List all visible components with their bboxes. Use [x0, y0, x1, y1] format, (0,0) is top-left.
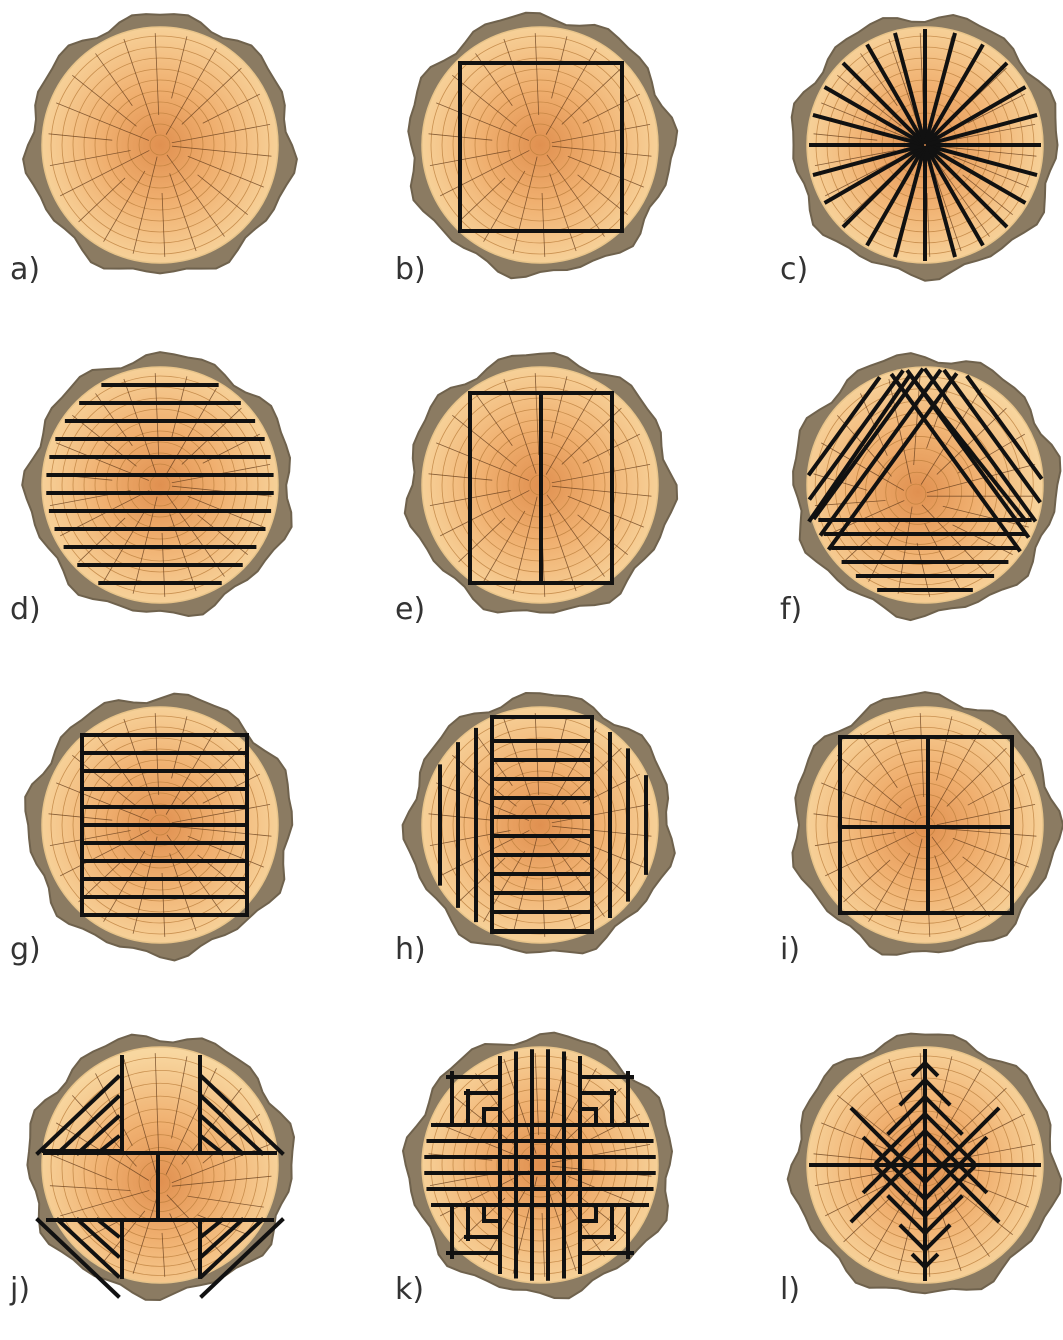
diagram-label-b: b): [395, 255, 426, 285]
diagram-c: c): [770, 0, 1063, 320]
diagram-g: g): [5, 680, 345, 1000]
diagram-l: l): [770, 1020, 1063, 1340]
log-cross-section-k: [385, 1020, 725, 1340]
wood-face: [42, 27, 278, 263]
diagram-i: i): [770, 680, 1063, 1000]
log-cross-section-l: [770, 1020, 1063, 1340]
log-cross-section-h: [385, 680, 725, 1000]
log-cross-section-e: [385, 340, 725, 660]
diagram-label-i: i): [780, 935, 800, 965]
log-cross-section-a: [5, 0, 345, 320]
diagram-a: a): [5, 0, 345, 320]
diagram-j: j): [5, 1020, 345, 1340]
diagram-label-c: c): [780, 255, 808, 285]
log-cross-section-j: [5, 1020, 345, 1340]
log-cross-section-b: [385, 0, 725, 320]
diagram-label-e: e): [395, 595, 425, 625]
diagram-e: e): [385, 340, 725, 660]
wood-face: [422, 1047, 658, 1283]
log-cross-section-f: [770, 340, 1063, 660]
diagram-label-l: l): [780, 1275, 800, 1305]
diagram-k: k): [385, 1020, 725, 1340]
log-cross-section-d: [5, 340, 345, 660]
diagram-label-k: k): [395, 1275, 424, 1305]
log-cross-section-g: [5, 680, 345, 1000]
log-cross-section-i: [770, 680, 1063, 1000]
diagram-h: h): [385, 680, 725, 1000]
diagram-f: f): [770, 340, 1063, 660]
diagram-label-d: d): [10, 595, 41, 625]
diagram-label-f: f): [780, 595, 802, 625]
diagram-label-g: g): [10, 935, 41, 965]
diagram-d: d): [5, 340, 345, 660]
diagram-label-a: a): [10, 255, 40, 285]
log-cross-section-c: [770, 0, 1063, 320]
diagram-label-j: j): [10, 1275, 30, 1305]
diagram-label-h: h): [395, 935, 426, 965]
diagram-b: b): [385, 0, 725, 320]
